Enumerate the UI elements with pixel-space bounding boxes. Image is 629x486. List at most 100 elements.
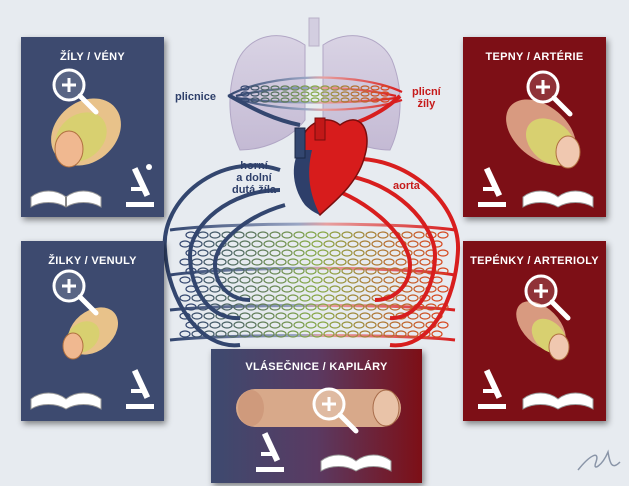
capillary-cell [299, 258, 311, 266]
capillary-cell [305, 321, 317, 329]
magnifier-plus-icon[interactable] [312, 387, 359, 434]
capillary-cell [341, 285, 353, 293]
capillary-cell [287, 240, 299, 248]
capillary-cell [305, 231, 317, 239]
vessel-illustration [236, 389, 401, 427]
capillary-cell [257, 231, 269, 239]
capillary-cell [251, 294, 263, 302]
capillary-cell [350, 97, 360, 103]
capillary-cell [305, 285, 317, 293]
book-icon[interactable] [30, 392, 102, 410]
capillary-cell [281, 249, 293, 257]
capillary-cell [251, 312, 263, 320]
capillary-cell [269, 321, 281, 329]
microscope-icon[interactable] [478, 369, 506, 409]
capillary-cell [329, 285, 341, 293]
capillary-cell [293, 321, 305, 329]
capillary-cell [419, 330, 431, 338]
magnifier-plus-icon[interactable] [52, 68, 99, 115]
capillary-cell [257, 285, 269, 293]
capillary-cell [260, 85, 270, 91]
capillary-cell [299, 240, 311, 248]
capillary-cell [263, 240, 275, 248]
card-title: ŽÍLY / VÉNY [59, 51, 126, 63]
capillary-cell [179, 294, 191, 302]
capillary-cell [407, 330, 419, 338]
capillary-cell [250, 91, 260, 97]
capillary-cell [323, 330, 335, 338]
capillary-cell [227, 258, 239, 266]
capillary-cell [251, 330, 263, 338]
card-title: VLÁSEČNICE / KAPILÁRY [245, 361, 388, 373]
capillary-cell [260, 97, 270, 103]
capillary-cell [185, 303, 197, 311]
capillary-cell [371, 312, 383, 320]
card-veins[interactable]: ŽÍLY / VÉNY [21, 37, 164, 217]
book-icon[interactable] [30, 190, 102, 208]
capillary-cell [245, 321, 257, 329]
capillary-cell [263, 294, 275, 302]
capillary-cell [370, 97, 380, 103]
capillary-cell [290, 91, 300, 97]
capillary-cell [310, 91, 320, 97]
capillary-cell [320, 91, 330, 97]
card-title: TEPÉNKY / ARTERIOLY [470, 255, 599, 267]
capillary-cell [437, 321, 449, 329]
magnifier-plus-icon[interactable] [526, 70, 573, 117]
capillary-cell [329, 249, 341, 257]
capillary-cell [257, 303, 269, 311]
capillary-cell [347, 294, 359, 302]
card-arterioles[interactable]: TEPÉNKY / ARTERIOLY [463, 241, 606, 421]
capillary-cell [280, 97, 290, 103]
capillary-cell [203, 240, 215, 248]
card-capillaries[interactable]: VLÁSEČNICE / KAPILÁRY [211, 349, 422, 483]
capillary-cell [280, 91, 290, 97]
capillary-cell [330, 97, 340, 103]
capillary-cell [287, 294, 299, 302]
capillary-cell [407, 294, 419, 302]
magnifier-plus-icon[interactable] [52, 269, 99, 316]
capillary-cell [389, 249, 401, 257]
capillary-cell [197, 267, 209, 275]
capillary-cell [330, 85, 340, 91]
capillary-cell [250, 97, 260, 103]
capillary-cell [310, 97, 320, 103]
pulmonary-capillary-cells [240, 85, 390, 103]
capillary-cell [419, 240, 431, 248]
capillary-cell [340, 97, 350, 103]
capillary-cell [299, 294, 311, 302]
capillary-cell [209, 321, 221, 329]
magnifier-plus-icon[interactable] [524, 274, 571, 321]
capillary-cell [341, 321, 353, 329]
capillary-cell [317, 285, 329, 293]
capillary-cell [215, 330, 227, 338]
capillary-cell [270, 85, 280, 91]
capillary-cell [293, 267, 305, 275]
capillary-cell [395, 294, 407, 302]
capillary-cell [290, 85, 300, 91]
capillary-cell [275, 312, 287, 320]
capillary-cell [263, 276, 275, 284]
card-venules[interactable]: ŽILKY / VENULY [21, 241, 164, 421]
capillary-cell [197, 321, 209, 329]
capillary-cell [245, 249, 257, 257]
card-arteries[interactable]: TEPNY / ARTÉRIE [463, 37, 606, 217]
microscope-icon[interactable] [126, 369, 154, 409]
capillary-cell [233, 285, 245, 293]
capillary-cell [305, 267, 317, 275]
capillary-cell [179, 240, 191, 248]
microscope-icon[interactable] [478, 167, 506, 207]
card-title: TEPNY / ARTÉRIE [485, 51, 584, 63]
capillary-cell [360, 91, 370, 97]
book-icon[interactable] [320, 454, 392, 472]
capillary-cell [383, 240, 395, 248]
microscope-icon[interactable] [126, 164, 154, 207]
book-icon[interactable] [522, 190, 594, 208]
book-icon[interactable] [522, 392, 594, 410]
capillary-cell [227, 240, 239, 248]
capillary-cell [330, 91, 340, 97]
capillary-cell [431, 258, 443, 266]
microscope-icon[interactable] [256, 432, 284, 472]
capillary-cell [437, 285, 449, 293]
capillary-cell [275, 294, 287, 302]
